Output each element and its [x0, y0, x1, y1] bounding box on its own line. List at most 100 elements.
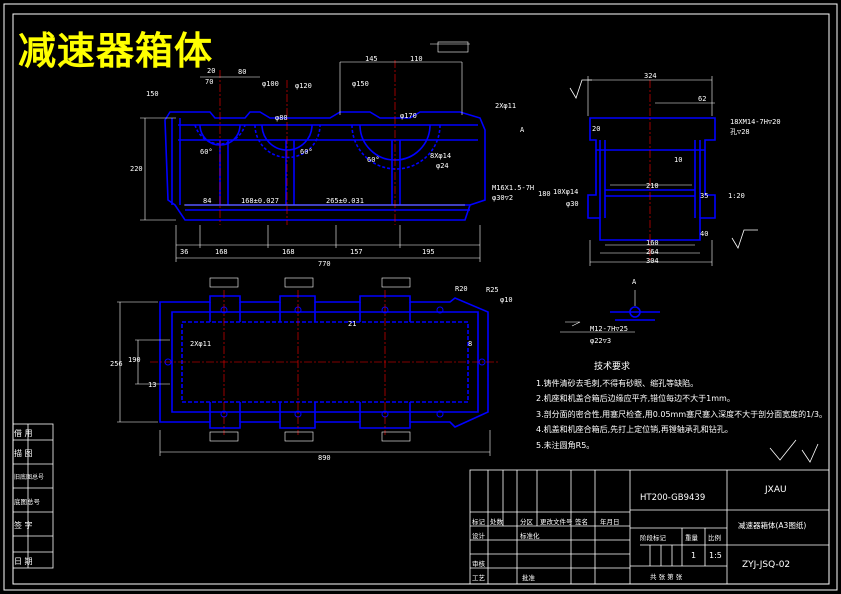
- dim-label: 150: [146, 90, 159, 98]
- plan-view: [159, 295, 489, 429]
- detail-a-view: [610, 306, 660, 321]
- tb-row-label: 标准化: [520, 532, 540, 540]
- dim-label: 195: [422, 248, 435, 256]
- tb-row-label: 设计: [472, 532, 485, 540]
- dim-label: M16X1.5-7H: [492, 184, 535, 192]
- dim-label: 304: [646, 257, 659, 265]
- title-block-grid: [469, 469, 830, 585]
- dim-label: 10Xφ14: [553, 188, 579, 196]
- sheet-outer-frame: [3, 3, 838, 591]
- dim-label: R25: [486, 286, 499, 294]
- dim-label: φ120: [295, 82, 312, 90]
- dim-label: 8Xφ14: [430, 152, 452, 160]
- quantity-value: 1: [691, 551, 697, 560]
- detail-a-leader: [560, 290, 636, 333]
- dim-label: 265±0.031: [326, 197, 364, 205]
- dim-label: φ100: [262, 80, 279, 88]
- front-view-dimlines: [140, 41, 481, 262]
- stage-label: 阶段标记: [640, 534, 666, 542]
- dim-label: 168: [282, 248, 295, 256]
- dim-label: φ30▽2: [492, 194, 514, 202]
- dim-label: R20: [455, 285, 468, 293]
- side-view-dimlines: [587, 76, 715, 266]
- dim-label: 157: [350, 248, 363, 256]
- dim-label: 80: [238, 68, 247, 76]
- detail-label: A: [632, 278, 637, 286]
- dim-label: φ150: [352, 80, 369, 88]
- tb-header: 签名: [575, 518, 588, 526]
- side-view: [587, 117, 716, 241]
- dim-label: 145: [365, 55, 378, 63]
- tb-header: 更改文件号: [540, 518, 573, 526]
- tb-header: 分区: [520, 518, 533, 526]
- side-label: 签 字: [14, 521, 33, 530]
- dim-label: 160: [646, 239, 659, 247]
- dim-label: φ24: [436, 162, 449, 170]
- dim-label: 890: [318, 454, 331, 462]
- note-item: 3.剖分面的密合性,用塞尺检查,用0.05mm塞尺塞入深度不大于剖分面宽度的1/…: [536, 409, 827, 419]
- side-label: 旧底图总号: [14, 474, 45, 481]
- dim-label: 210: [646, 182, 659, 190]
- dim-label: 168±0.027: [241, 197, 279, 205]
- drawing-title: 减速器箱体: [18, 29, 214, 73]
- dim-label: 60°: [367, 156, 380, 164]
- dim-label: 180: [538, 190, 551, 198]
- plan-view-centerlines: [150, 290, 500, 435]
- dim-label: 110: [410, 55, 423, 63]
- dim-label: φ30: [566, 200, 579, 208]
- dim-label: 770: [318, 260, 331, 268]
- dim-label: 256: [110, 360, 123, 368]
- dim-label: 20: [592, 125, 601, 133]
- dim-label: 35: [700, 192, 709, 200]
- school-label: JXAU: [765, 485, 787, 495]
- note-item: 1.铸件清砂去毛刺,不得有砂眼、缩孔等缺陷。: [536, 378, 699, 388]
- dim-label: 13: [148, 381, 157, 389]
- sheet-inner-frame: [12, 13, 830, 585]
- scale-label: 比例: [708, 534, 721, 542]
- dim-label: 20: [207, 67, 216, 75]
- dim-label: 8: [468, 340, 473, 348]
- tb-row-label: 批准: [522, 574, 535, 582]
- side-label: 底图总号: [14, 498, 40, 506]
- front-view-centerlines: [219, 60, 396, 225]
- dim-label: 孔▽28: [730, 128, 750, 136]
- technical-notes: 技术要求 1.铸件清砂去毛刺,不得有砂眼、缩孔等缺陷。 2.机座和机盖合箱后边缘…: [536, 360, 827, 453]
- dim-label: φ10: [500, 296, 513, 304]
- dim-label: 60°: [300, 148, 313, 156]
- weight-label: 重量: [685, 534, 698, 542]
- dim-label: 1:20: [728, 192, 745, 200]
- dim-label: 21: [348, 320, 357, 328]
- dim-label: 2Xφ11: [190, 340, 212, 348]
- side-label: 描 图: [14, 449, 33, 458]
- left-label-table: [12, 423, 54, 569]
- material-label: HT200-GB9439: [640, 493, 706, 503]
- roughness-symbols: [569, 79, 819, 463]
- detail-label: M12-7H▽25: [590, 325, 628, 333]
- tb-row-label: 工艺: [472, 574, 485, 582]
- dim-label: 62: [698, 95, 707, 103]
- drawing-number-label: ZYJ-JSQ-02: [742, 560, 791, 570]
- dim-label: 36: [180, 248, 189, 256]
- dim-label: 70: [205, 78, 214, 86]
- detail-label: φ22▽3: [590, 337, 612, 345]
- note-item: 4.机盖和机座合箱后,先打上定位销,再镗轴承孔和钻孔。: [536, 425, 733, 434]
- part-name-label: 减速器箱体(A3图纸): [738, 521, 807, 530]
- dim-label: A: [520, 126, 525, 134]
- notes-title: 技术要求: [594, 362, 631, 372]
- tb-row-label: 审核: [472, 560, 485, 568]
- side-label: 日 期: [14, 557, 33, 566]
- dim-label: φ170: [400, 112, 417, 120]
- dim-label: 60°: [200, 148, 213, 156]
- dim-label: 18XM14-7H▽20: [730, 118, 781, 126]
- dim-label: φ80: [275, 114, 288, 122]
- dim-label: 2Xφ11: [495, 102, 517, 110]
- dim-label: 190: [128, 356, 141, 364]
- dim-label: 40: [700, 230, 709, 238]
- side-label: 借 用: [14, 429, 33, 438]
- plan-view-dimlines: [117, 277, 491, 456]
- ratio-value: 1:5: [709, 551, 722, 560]
- dim-label: 220: [130, 165, 143, 173]
- note-item: 5.未注圆角R5。: [536, 440, 595, 450]
- note-item: 2.机座和机盖合箱后边缘应平齐,错位每边不大于1mm。: [536, 394, 735, 403]
